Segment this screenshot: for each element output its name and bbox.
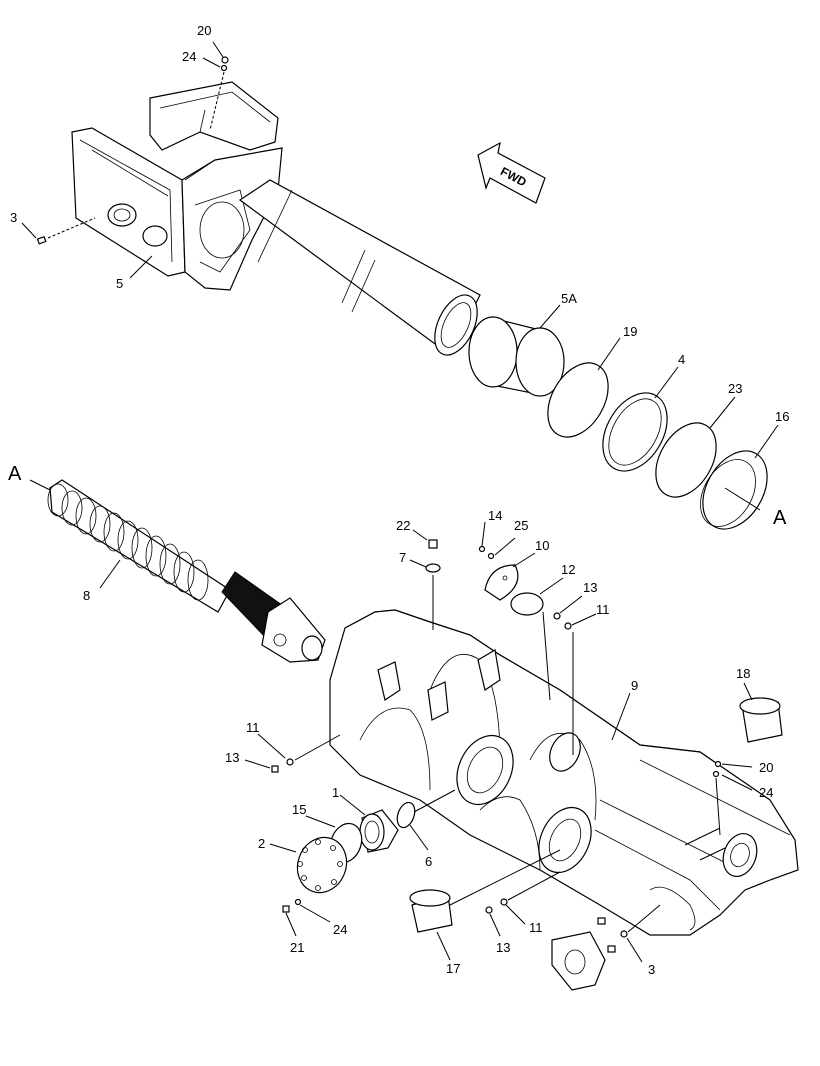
wear-plate	[551, 931, 606, 991]
part-4-seal	[602, 392, 668, 472]
callout-11-top: 11	[596, 602, 610, 617]
callout-13-top: 13	[583, 580, 597, 595]
callout-19: 19	[623, 324, 637, 339]
callout-20: 20	[197, 23, 211, 38]
callout-13-left: 13	[225, 750, 239, 765]
leader-lines	[21, 41, 779, 963]
callout-21: 21	[290, 940, 304, 955]
callout-8: 8	[83, 588, 90, 603]
part-5a-sleeve	[468, 316, 565, 397]
part-17-bushing	[409, 849, 561, 933]
callout-6: 6	[425, 854, 432, 869]
callout-12: 12	[561, 562, 575, 577]
callout-13-bottom: 13	[496, 940, 510, 955]
callout-17: 17	[446, 961, 460, 976]
callout-25: 25	[514, 518, 528, 533]
bolt-20-24-right	[712, 760, 722, 836]
callout-24-bottom: 24	[333, 922, 347, 937]
callout-23: 23	[728, 381, 742, 396]
callout-18: 18	[736, 666, 750, 681]
callout-10: 10	[535, 538, 549, 553]
bolt-13-11-top	[542, 611, 574, 755]
part-23-o-ring	[655, 422, 717, 498]
callout-4: 4	[678, 352, 685, 367]
part-8-drive-shaft	[47, 479, 326, 663]
part-6-seal	[396, 789, 456, 829]
part-10-cover	[484, 564, 519, 601]
bolt-3-left	[36, 217, 96, 245]
callout-20-right: 20	[759, 760, 773, 775]
part-18-bushing	[739, 697, 783, 743]
callout-9: 9	[631, 678, 638, 693]
fwd-direction-arrow: FWD	[477, 141, 546, 204]
part-19-o-ring	[547, 362, 609, 438]
callout-5: 5	[116, 276, 123, 291]
callout-11-left: 11	[246, 720, 260, 735]
callout-2: 2	[258, 836, 265, 851]
callout-3-bottom: 3	[648, 962, 655, 977]
bolt-13-11-left	[271, 734, 341, 773]
callout-1: 1	[332, 785, 339, 800]
callout-11-bottom: 11	[529, 920, 543, 935]
bolt-22-washer-7	[425, 539, 441, 630]
callout-labels: 20 24 3 5 5A 19 4 23 16 A A 8 22 7 14 25…	[8, 23, 789, 977]
bolt-20-24-top	[209, 56, 229, 131]
callout-15: 15	[292, 802, 306, 817]
bolt-13-11-bottom	[485, 871, 561, 914]
callout-16: 16	[775, 409, 789, 424]
part-1-bearing	[359, 809, 399, 853]
callout-24-right: 24	[759, 785, 773, 800]
part-12-gasket	[510, 592, 544, 616]
callout-3: 3	[10, 210, 17, 225]
part-9-main-frame	[329, 609, 799, 936]
section-marker-right: A	[773, 507, 787, 529]
callout-14: 14	[488, 508, 502, 523]
part-2-cap	[296, 836, 348, 894]
bolt-14-25	[478, 545, 495, 560]
part-16-bushing	[700, 450, 768, 530]
bolt-21-24-bottom	[282, 898, 302, 913]
callout-22: 22	[396, 518, 410, 533]
bolt-3-bottom	[597, 904, 661, 953]
callout-24: 24	[182, 49, 196, 64]
callout-5a: 5A	[561, 291, 577, 306]
callout-7: 7	[399, 550, 406, 565]
section-marker-left: A	[8, 463, 22, 485]
part-5-housing-tube	[71, 81, 481, 356]
